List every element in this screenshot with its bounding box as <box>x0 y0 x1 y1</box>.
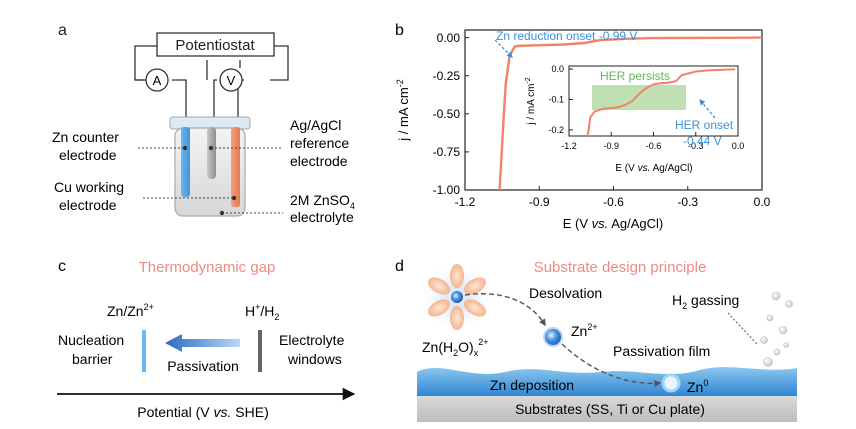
zn-potential-bar <box>142 330 146 372</box>
ammeter-label: A <box>153 73 162 88</box>
inset-y-tick-label: -0.2 <box>548 125 564 135</box>
zn-pair-label: Zn/Zn2+ <box>107 302 154 319</box>
panel-d: d Substrate design principle Substrates … <box>395 258 797 422</box>
voltmeter-icon <box>219 68 243 92</box>
zn2-ion-label: Zn2+ <box>571 322 598 339</box>
panel-b: b -1.2 -0.9 -0.6 -0.3 0.0 0.00 -0.25 -0.50 -0.75… <box>395 22 771 231</box>
panel-c-label: c <box>58 258 66 275</box>
main-y-tick-label: -1.00 <box>433 183 461 197</box>
reference-label-3: electrode <box>290 153 348 169</box>
desolvation-label: Desolvation <box>529 285 602 301</box>
inset-x-tick-label: -0.6 <box>646 141 662 151</box>
potentiostat-label: Potentiostat <box>175 37 255 54</box>
nucleation-label-1: Nucleation <box>58 332 124 348</box>
inset-x-tick-label: -0.9 <box>603 141 619 151</box>
inset-x-tick-label: -1.2 <box>561 141 577 151</box>
inset-axis-ticks: -1.2 -0.9 -0.6 -0.3 0.0 0.0 -0.1 -0.2 <box>548 64 744 151</box>
her-persists-label: HER persists <box>600 69 670 83</box>
water-shell-icon <box>428 264 486 330</box>
voltmeter-label: V <box>227 73 236 88</box>
h-potential-bar <box>258 330 262 372</box>
panel-b-label: b <box>395 22 404 39</box>
desolvation-path-arrow <box>464 293 546 327</box>
reference-rod <box>207 127 216 179</box>
inset-x-axis-label: E (V vs. Ag/AgCl) <box>615 163 692 174</box>
zn-counter-label-1: Zn counter <box>52 129 119 145</box>
panel-a-label: a <box>58 22 67 39</box>
passivation-arrow <box>165 334 240 352</box>
reference-label-2: reference <box>290 135 349 151</box>
h2-gassing-label: H2 gassing <box>672 292 739 311</box>
her-onset-label-1: HER onset <box>675 118 734 132</box>
panel-c-title: Thermodynamic gap <box>139 259 276 276</box>
zn-counter-rod <box>181 127 190 197</box>
main-x-tick-label: -0.3 <box>677 195 698 209</box>
inset-y-axis-label: j / mA cm-2 <box>525 77 537 125</box>
main-x-tick-label: 0.0 <box>754 195 771 209</box>
zn-counter-label-2: electrode <box>59 147 117 163</box>
inset-her-region <box>592 85 686 110</box>
electrolyte-windows-label-1: Electrolyte <box>279 332 345 348</box>
inset-jv-curve <box>586 68 736 137</box>
main-x-axis-label: E (V vs. Ag/AgCl) <box>563 216 663 231</box>
panel-a: a Potentiostat A V <box>52 22 355 225</box>
passivation-film-label: Passivation film <box>613 343 710 359</box>
main-axis-ticks: -1.2 -0.9 -0.6 -0.3 0.0 0.00 -0.25 -0.50 -0.75 -1… <box>433 31 771 209</box>
potential-axis-label: Potential (V vs. SHE) <box>137 404 269 420</box>
panel-d-label: d <box>395 258 404 275</box>
main-y-axis-label: j / mA cm-2 <box>395 79 411 141</box>
cu-working-label-1: Cu working <box>54 179 124 195</box>
inset-x-tick-label: -0.3 <box>688 141 704 151</box>
zn0-atom-icon <box>661 373 681 393</box>
main-x-tick-label: -0.9 <box>529 195 550 209</box>
inset-y-tick-label: 0.0 <box>551 64 564 74</box>
panel-d-title: Substrate design principle <box>534 259 707 276</box>
main-jv-curve <box>498 36 763 191</box>
h-pair-label: H+/H2 <box>245 302 279 322</box>
zn2-ion-icon <box>543 327 563 347</box>
main-x-tick-label: -1.2 <box>455 195 476 209</box>
substrate-plate <box>417 396 797 422</box>
inset-x-tick-label: 0.0 <box>732 141 745 151</box>
cu-working-label-2: electrode <box>59 197 117 213</box>
cu-working-rod <box>231 127 240 207</box>
electrolyte-label-2: electrolyte <box>290 209 354 225</box>
electrolyte-windows-label-2: windows <box>287 351 342 367</box>
reference-label-1: Ag/AgCl <box>290 117 341 133</box>
inset-y-tick-label: -0.1 <box>548 95 564 105</box>
deposition-path-arrow <box>561 343 662 388</box>
ammeter-icon <box>145 68 169 92</box>
h2-gassing-leader <box>727 312 758 345</box>
zn-deposition-label: Zn deposition <box>490 377 574 393</box>
zn-onset-arrow <box>494 39 513 58</box>
her-onset-arrow <box>699 99 716 119</box>
her-onset-label-2: -0.44 V <box>683 134 722 148</box>
gas-bubbles-icon <box>760 291 793 367</box>
main-y-tick-label: -0.25 <box>433 69 461 83</box>
passivation-label: Passivation <box>167 358 239 374</box>
zn-ion-core-icon <box>451 291 463 303</box>
main-y-tick-label: -0.75 <box>433 145 461 159</box>
potentiostat-box <box>156 32 275 57</box>
zn-onset-label: Zn reduction onset -0.99 V <box>496 29 637 43</box>
main-y-tick-label: -0.50 <box>433 107 461 121</box>
electrolyte-label-1: 2M ZnSO4 <box>290 192 355 211</box>
complex-label: Zn(H2O)x2+ <box>422 337 488 358</box>
main-y-tick-label: 0.00 <box>437 31 461 45</box>
panel-c: c Thermodynamic gap Zn/Zn2+ H+/H2 Passiv… <box>57 258 356 420</box>
substrate-label: Substrates (SS, Ti or Cu plate) <box>515 401 705 417</box>
zn0-label: Zn0 <box>687 378 708 395</box>
nucleation-label-2: barrier <box>72 351 113 367</box>
main-x-tick-label: -0.6 <box>603 195 624 209</box>
zn-deposition-layer <box>417 367 797 396</box>
